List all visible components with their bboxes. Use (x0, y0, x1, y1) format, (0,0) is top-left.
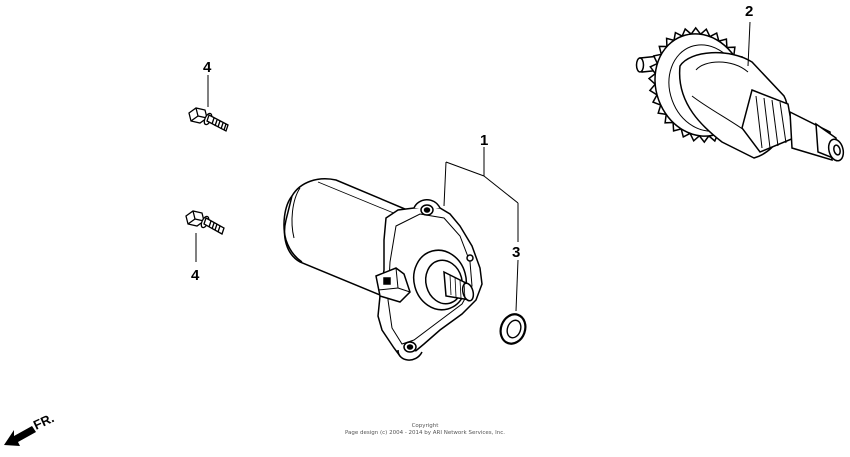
callout-1: 1 (480, 132, 488, 149)
front-arrow-icon (4, 426, 36, 446)
o-ring[interactable] (497, 311, 530, 347)
callout-3: 3 (512, 244, 520, 261)
bolt-lower[interactable] (185, 210, 225, 235)
leader-lines (195, 21, 751, 312)
copyright-line-1: Copyright (411, 423, 439, 429)
starter-motor[interactable] (283, 178, 483, 361)
callout-2: 2 (745, 3, 753, 20)
callout-4-upper: 4 (203, 59, 212, 76)
starter-clutch[interactable] (635, 21, 846, 162)
copyright-line-2: Page design (c) 2004 - 2014 by ARI Netwo… (344, 430, 506, 436)
bolt-upper[interactable] (188, 107, 229, 132)
callout-4-lower: 4 (191, 267, 200, 284)
